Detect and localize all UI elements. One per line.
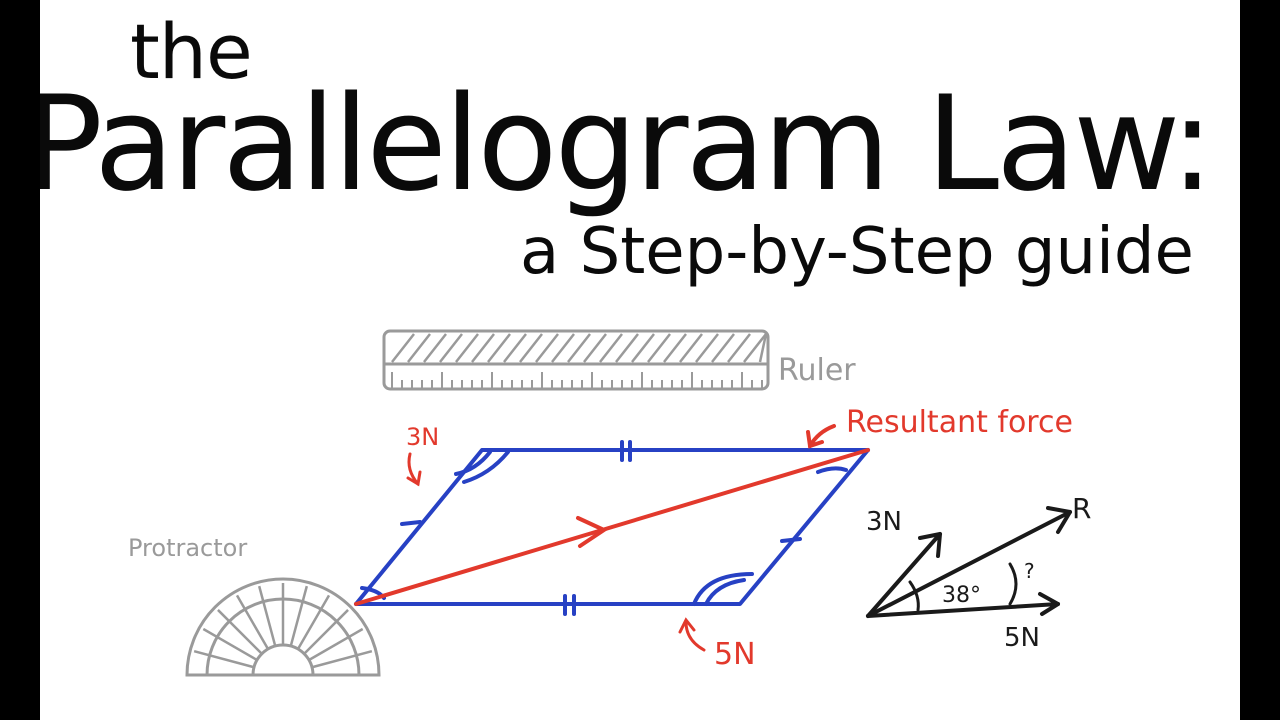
title-line-the: the bbox=[130, 7, 253, 96]
ruler-hatch-line bbox=[567, 333, 591, 363]
ruler-hatch-line bbox=[758, 333, 768, 363]
ruler-hatch-line bbox=[663, 333, 687, 363]
ruler-hatch-line bbox=[439, 333, 463, 363]
ruler-hatch-line bbox=[487, 333, 511, 363]
protractor-spoke bbox=[289, 585, 309, 647]
protractor-label: Protractor bbox=[128, 534, 247, 562]
angle-arc bbox=[816, 466, 848, 474]
ruler-hatch-line bbox=[535, 333, 559, 363]
protractor-spoke bbox=[235, 594, 270, 650]
ruler-hatch-line bbox=[503, 333, 527, 363]
ruler-hatch-line bbox=[423, 333, 447, 363]
equal-side-tick bbox=[780, 537, 802, 543]
ruler-hatch-line bbox=[551, 333, 575, 363]
ruler-hatch-line bbox=[615, 333, 639, 363]
title-line-subtitle: a Step-by-Step guide bbox=[520, 215, 1194, 289]
angle-arc bbox=[454, 450, 492, 476]
resultant-arrow-icon bbox=[576, 516, 609, 548]
ruler-hatch-line bbox=[647, 333, 671, 363]
angle-arc bbox=[704, 578, 746, 606]
protractor-icon bbox=[185, 577, 381, 677]
equal-side-tick bbox=[400, 520, 422, 526]
inset-resultant-label: R bbox=[1072, 492, 1091, 525]
title-line-main: Parallelogram Law: bbox=[40, 67, 1214, 220]
ruler-hatch-line bbox=[599, 333, 623, 363]
parallelogram-shape bbox=[354, 440, 870, 616]
ruler-hatch-line bbox=[631, 333, 655, 363]
force-a-pointer-icon bbox=[406, 452, 422, 487]
protractor-spoke bbox=[311, 649, 373, 669]
angle-arc bbox=[692, 572, 754, 606]
ruler-hatch-line bbox=[695, 333, 719, 363]
ruler-hatch-line bbox=[679, 333, 703, 363]
force-b-label: 5N bbox=[714, 637, 756, 672]
vector-triangle-inset bbox=[866, 506, 1072, 618]
inset-angle-label: 38° bbox=[942, 583, 981, 608]
protractor-spoke bbox=[217, 609, 263, 655]
protractor-spoke bbox=[193, 649, 255, 669]
protractor-spoke bbox=[303, 609, 349, 655]
ruler-label: Ruler bbox=[778, 353, 856, 388]
inset-force-b-label: 5N bbox=[1004, 623, 1040, 653]
ruler-hatch-line bbox=[471, 333, 495, 363]
inset-unknown-angle-label: ? bbox=[1024, 559, 1035, 583]
protractor-spoke bbox=[308, 627, 364, 662]
ruler-hatch-line bbox=[583, 333, 607, 363]
ruler-hatch-line bbox=[407, 333, 431, 363]
force-a-label: 3N bbox=[406, 423, 439, 451]
ruler-hatch-line bbox=[519, 333, 543, 363]
ruler-hatch-line bbox=[391, 333, 415, 363]
ruler-icon bbox=[382, 329, 770, 391]
ruler-hatch-line bbox=[711, 333, 735, 363]
protractor-spoke bbox=[257, 585, 277, 647]
angle-arc bbox=[462, 450, 510, 484]
ruler-hatch-line bbox=[727, 333, 751, 363]
inset-force-a-label: 3N bbox=[866, 507, 902, 537]
resultant-vector bbox=[354, 424, 870, 606]
protractor-spoke bbox=[202, 627, 258, 662]
protractor-spoke bbox=[296, 594, 331, 650]
ruler-hatch-line bbox=[455, 333, 479, 363]
ruler-hatch-line bbox=[743, 333, 767, 363]
force-b-pointer-icon bbox=[678, 617, 706, 652]
resultant-label: Resultant force bbox=[846, 405, 1073, 440]
